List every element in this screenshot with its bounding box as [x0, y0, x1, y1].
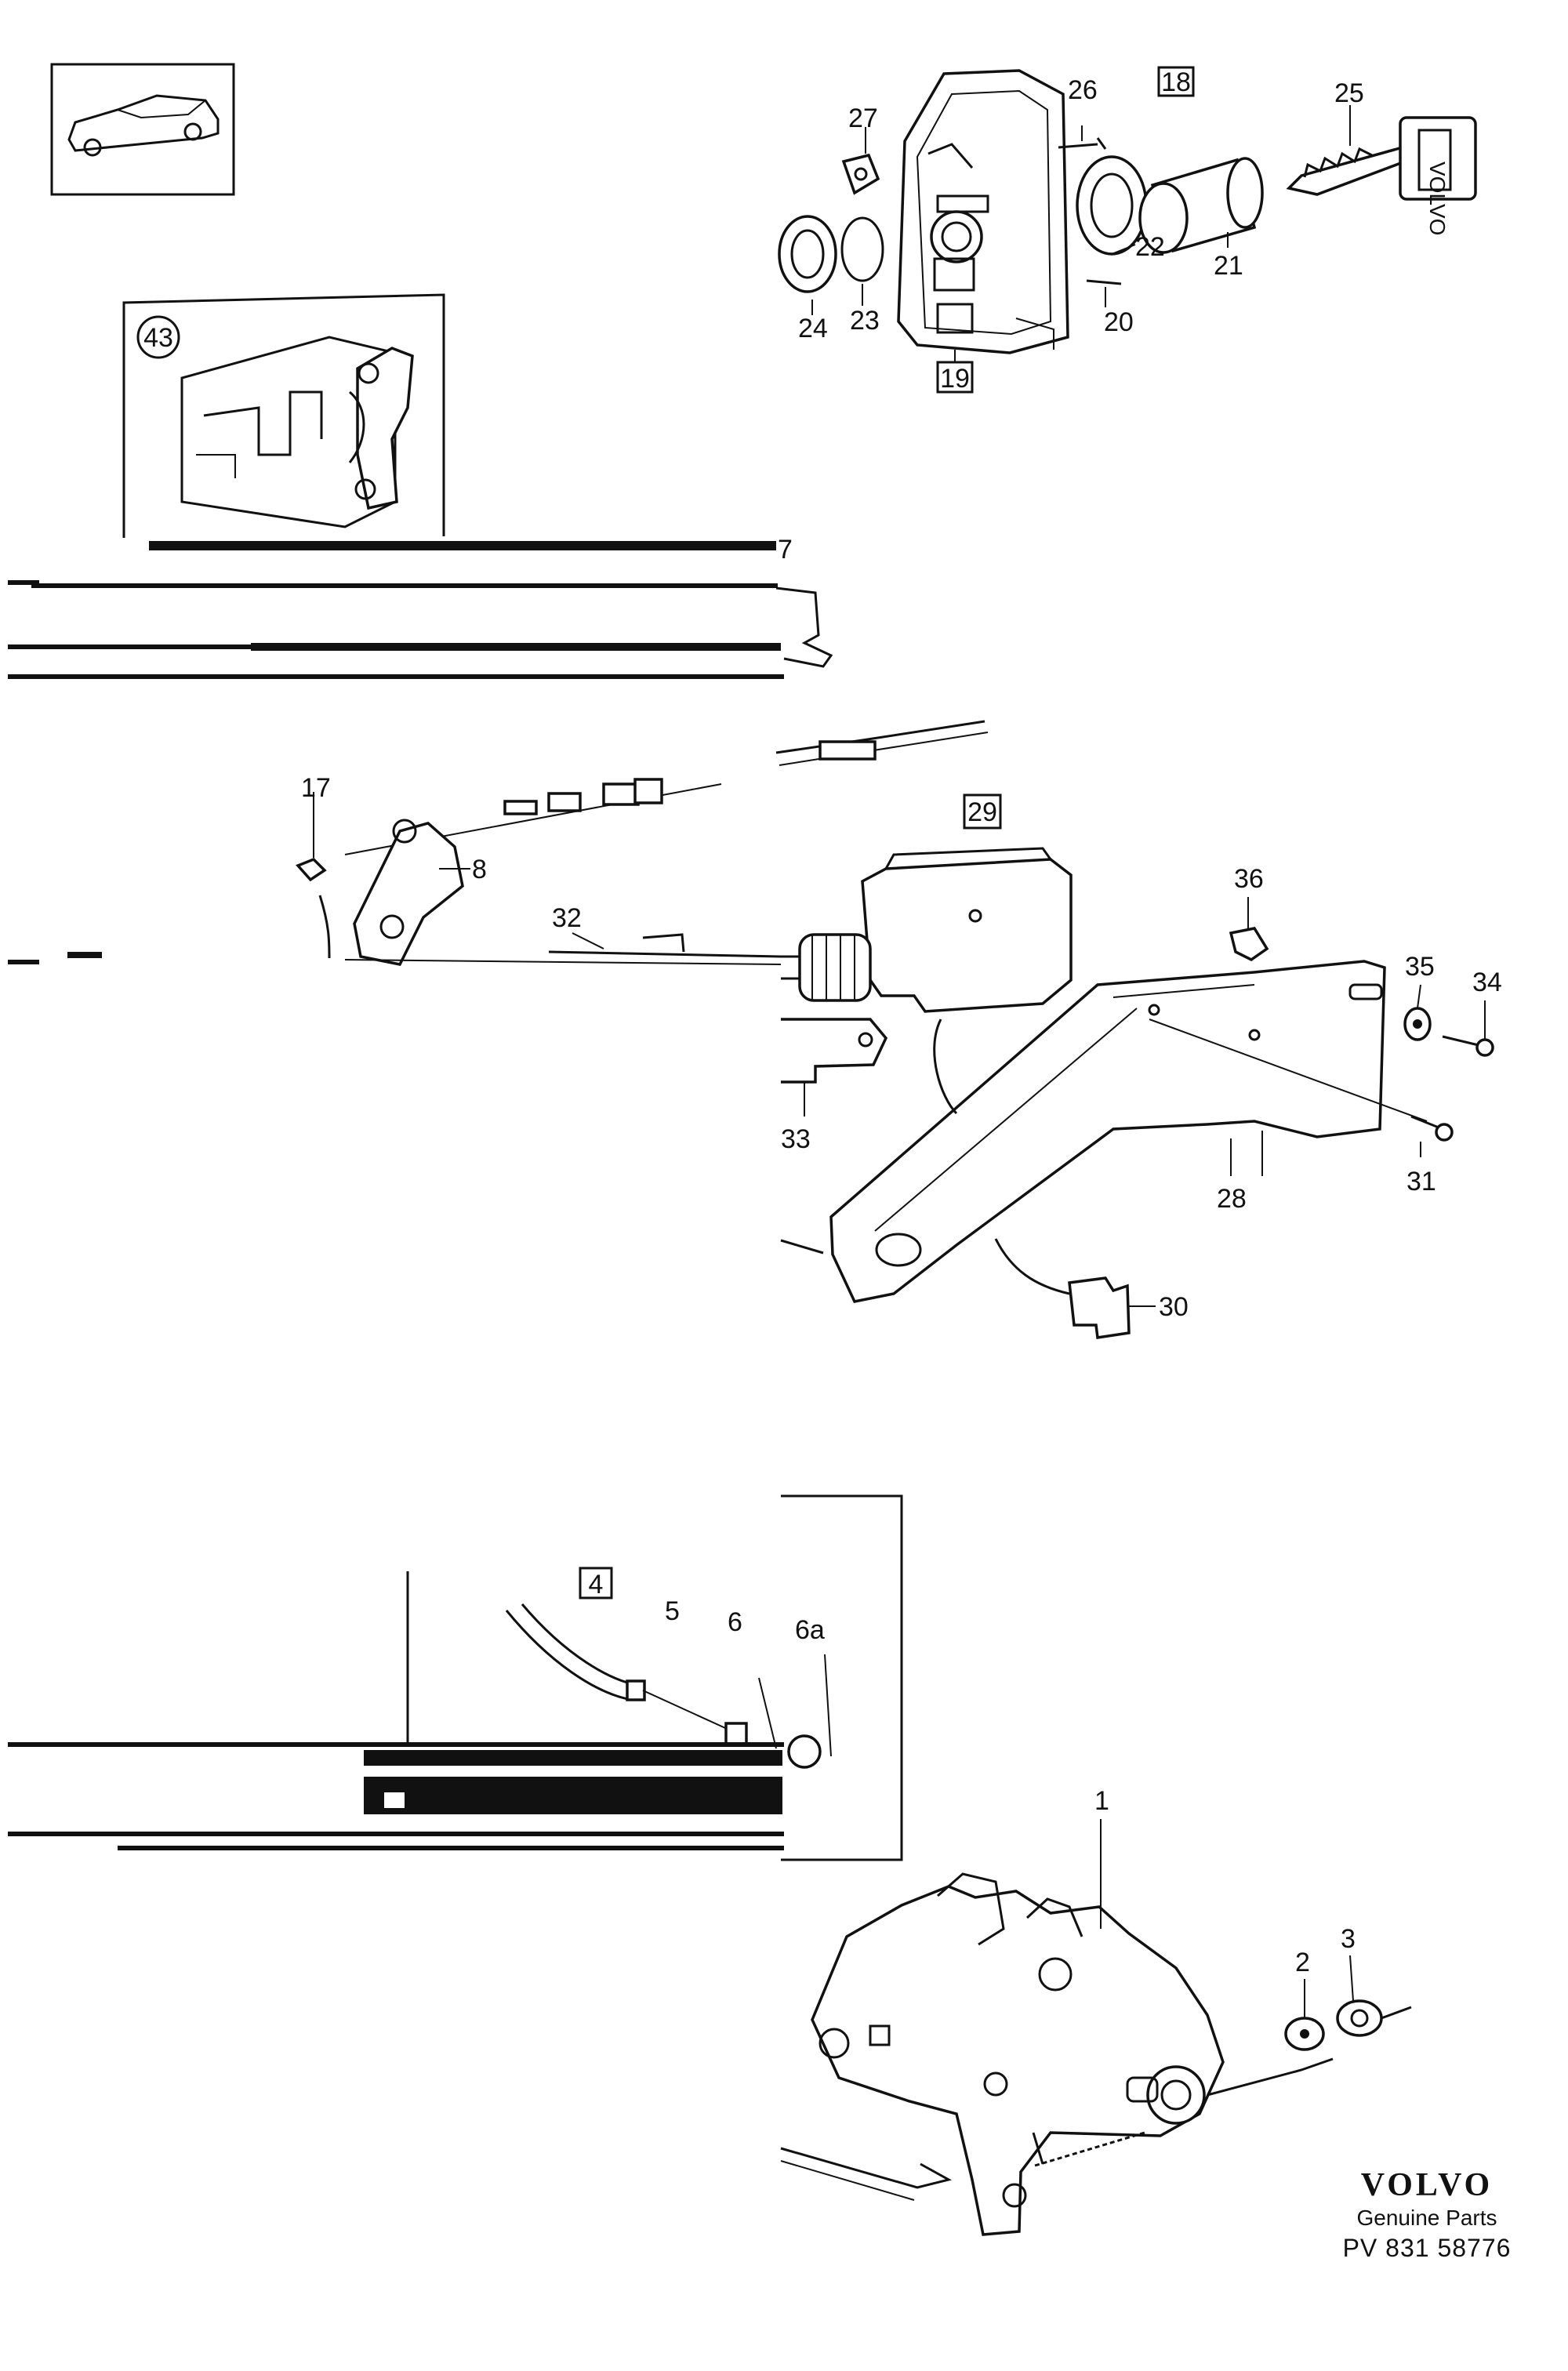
rod-assembly-7: 7: [8, 535, 833, 679]
callout-35: 35: [1405, 952, 1435, 982]
callout-7: 7: [778, 535, 793, 565]
cable-release-group: [8, 580, 989, 966]
brand-logo: VOLVO: [1361, 2167, 1493, 2203]
callout-31: 31: [1406, 1167, 1436, 1196]
latch-group: 1 2 3: [780, 1786, 1412, 2236]
callout-2: 2: [1295, 1948, 1310, 1977]
actuator-callouts: 29 36 35 34 33 31 28 30: [781, 793, 1502, 1322]
callout-18: 18: [1161, 67, 1191, 97]
brand-subtitle: Genuine Parts: [1357, 2206, 1497, 2230]
lock-callouts: 27 26 18 25 22 21 20 24 23 19: [798, 66, 1364, 394]
callout-20: 20: [1104, 307, 1134, 337]
callout-19: 19: [940, 364, 970, 394]
callout-3: 3: [1341, 1924, 1356, 1954]
callout-23: 23: [850, 306, 880, 336]
callout-4: 4: [589, 1570, 604, 1599]
callout-22: 22: [1135, 232, 1165, 262]
callout-34: 34: [1472, 968, 1502, 997]
callout-30: 30: [1159, 1292, 1189, 1322]
callout-25: 25: [1334, 78, 1364, 108]
callout-1: 1: [1094, 1786, 1109, 1816]
callout-21: 21: [1214, 251, 1243, 281]
callout-24: 24: [798, 314, 828, 343]
callout-5: 5: [665, 1596, 680, 1626]
cable-callouts: 17 8 32: [301, 773, 582, 933]
callout-6a: 6a: [795, 1615, 825, 1645]
callout-36: 36: [1234, 864, 1264, 894]
vehicle-thumbnail: [50, 63, 235, 196]
callout-43: 43: [143, 323, 173, 353]
diagram-reference: PV 831 58776: [1343, 2234, 1512, 2262]
callout-8: 8: [472, 855, 487, 884]
callout-29: 29: [967, 797, 997, 827]
callout-32: 32: [552, 903, 582, 933]
callout-17: 17: [301, 773, 331, 803]
actuator-bracket-group: [780, 847, 1494, 1339]
callout-6: 6: [728, 1607, 742, 1637]
detail-43-box: 43: [122, 293, 445, 538]
key-imprint: VOLVO: [1425, 162, 1450, 235]
callout-33: 33: [781, 1124, 811, 1154]
brand-footer: VOLVO Genuine Parts PV 831 58776: [1343, 2167, 1512, 2262]
cable-detail-box: 4 5 6 6a: [8, 1494, 903, 1861]
lock-cylinder-group: VOLVO: [778, 69, 1477, 354]
callout-27: 27: [848, 103, 878, 133]
callout-26: 26: [1068, 75, 1098, 105]
callout-28: 28: [1217, 1184, 1247, 1214]
